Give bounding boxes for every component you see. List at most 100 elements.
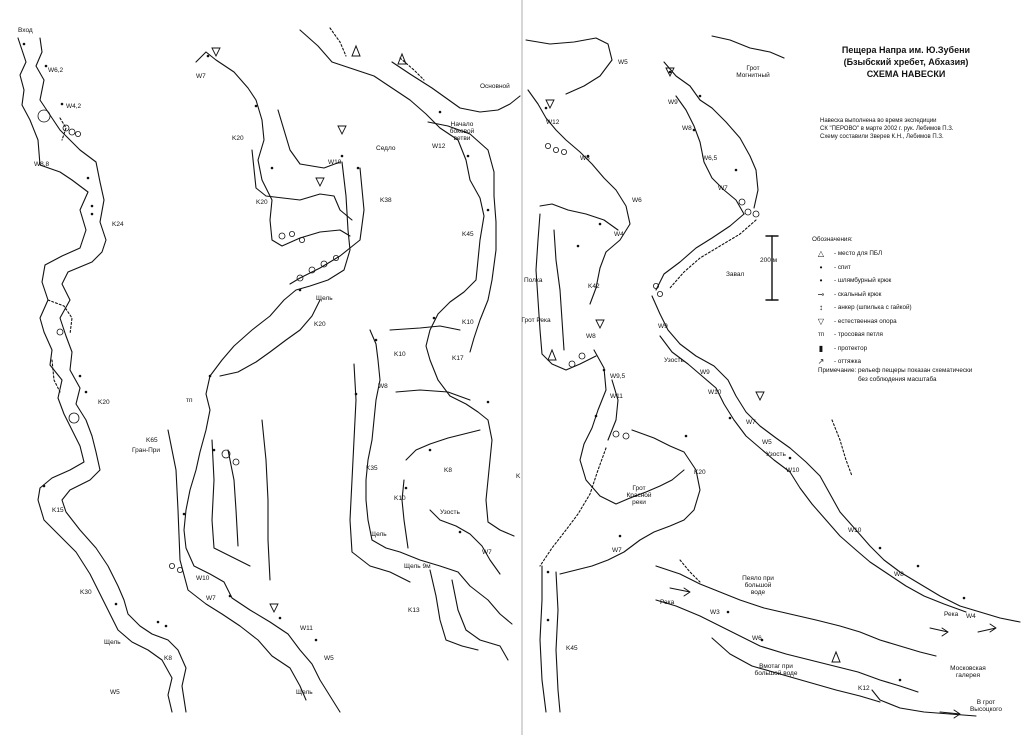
survey-label: K24 xyxy=(112,221,124,228)
survey-label: K xyxy=(516,473,521,480)
survey-label: K20 xyxy=(98,399,110,406)
dot-icon: • xyxy=(819,262,823,272)
survey-label: K10 xyxy=(394,351,406,358)
natural-support-icon: ▽ xyxy=(817,316,825,326)
passage-k65-branch xyxy=(167,51,365,713)
legend-item: тп - тросовая петля xyxy=(812,328,1012,342)
survey-label: Щель xyxy=(104,639,121,646)
water-flow-arrows xyxy=(669,587,997,719)
boulder-chain-markers xyxy=(37,109,760,574)
dot-icon: • xyxy=(819,276,823,286)
passage-river-grotto-branch xyxy=(525,37,701,713)
survey-label: Щель xyxy=(316,295,333,302)
title-line-3: СХЕМА НАВЕСКИ xyxy=(866,69,946,80)
legend-item-label: - оттяжка xyxy=(834,358,861,366)
survey-label: K45 xyxy=(566,645,578,652)
survey-label: Пеяло при большой воде xyxy=(742,575,774,596)
survey-label: W6,2 xyxy=(48,67,64,74)
passage-magnetic-grotto-branch xyxy=(651,35,1021,717)
survey-label: Щель xyxy=(296,689,313,696)
note-line-2: СК "ПЕРОВО" в марте 2002 г. рук. Лебимов… xyxy=(820,126,954,133)
survey-label: W8 xyxy=(580,155,590,162)
scale-bar-label: 200 м xyxy=(760,257,778,264)
survey-label: В грот Высоцкого xyxy=(969,699,1003,713)
survey-label: K20 xyxy=(256,199,268,206)
anchor-dots xyxy=(22,42,966,682)
survey-label: Полка xyxy=(524,277,543,284)
survey-label: W11 xyxy=(610,393,623,400)
survey-label: W3 xyxy=(710,609,720,616)
survey-label: W5 xyxy=(324,655,334,662)
legend-item-label: - тросовая петля xyxy=(834,331,883,339)
survey-label: W8 xyxy=(586,333,596,340)
triangle-icon: △ xyxy=(817,249,825,259)
survey-label: W10 xyxy=(328,159,342,166)
survey-label: Вмотаг при большой воде xyxy=(754,663,798,677)
survey-label: W6 xyxy=(752,635,762,642)
survey-label: W10 xyxy=(708,389,722,396)
survey-label: W8 xyxy=(378,383,388,390)
survey-label: W7 xyxy=(482,549,492,556)
survey-label: Щель 9м xyxy=(404,563,431,570)
survey-label: Начало боковой ветви xyxy=(449,121,475,142)
survey-label: W6,5 xyxy=(702,155,718,162)
legend-item-label: - протектор xyxy=(834,344,868,352)
survey-label: W4,2 xyxy=(66,103,82,110)
survey-label: K65 xyxy=(146,437,158,444)
survey-label: W10 xyxy=(786,467,800,474)
survey-label: W9 xyxy=(668,99,678,106)
anchor-icon: ↕ xyxy=(819,303,823,313)
diagram-title-block: Пещера Напра им. Ю.Зубени (Бзыбский хреб… xyxy=(806,44,1006,80)
survey-label: K15 xyxy=(52,507,64,514)
expedition-note: Навеска выполнена во время экспедиции СК… xyxy=(820,117,1010,141)
survey-label: Грот Красной реки xyxy=(626,485,652,506)
survey-label: W4 xyxy=(966,613,976,620)
remark-line-2: без соблюдения масштаба xyxy=(858,376,937,384)
survey-label: Основной xyxy=(480,83,510,90)
title-line-1: Пещера Напра им. Ю.Зубени xyxy=(841,45,971,55)
legend-heading: Обозначения: xyxy=(812,236,853,243)
survey-label: Гран-При xyxy=(132,447,161,454)
remark-note: Примечание: рельеф пещеры показан схемат… xyxy=(818,366,1008,385)
survey-label: W6 xyxy=(632,197,642,204)
survey-label: W8,8 xyxy=(34,161,50,168)
cable-loop-icon: тп xyxy=(818,331,824,338)
legend-item-label: - место для ПБЛ xyxy=(834,250,883,258)
survey-label: Узость xyxy=(440,509,460,516)
survey-label: K20 xyxy=(314,321,326,328)
survey-label: W10 xyxy=(848,527,862,534)
survey-label: Щель xyxy=(370,531,387,538)
survey-label: W8 xyxy=(894,571,904,578)
title-line-2: (Бзыбский хребет, Абхазия) xyxy=(843,57,969,68)
legend: Обозначения: △ - место для ПБЛ • - спит … xyxy=(812,236,1012,369)
survey-label: K42 xyxy=(588,283,600,290)
note-line-3: Схему составили Зверев К.Н., Лебимов П.З… xyxy=(820,134,944,141)
survey-label: Вход xyxy=(18,27,33,34)
survey-label: Грот Река xyxy=(521,317,551,324)
survey-label: Узость xyxy=(664,357,684,364)
survey-label: W5 xyxy=(618,59,628,66)
survey-label: тп xyxy=(186,397,193,404)
survey-label: K8 xyxy=(164,655,172,662)
legend-item: ⊸ - скальный крюк xyxy=(812,288,1012,302)
survey-label: W4 xyxy=(614,231,624,238)
survey-label: W7 xyxy=(206,595,216,602)
survey-label: W11 xyxy=(300,625,313,632)
survey-label: Река xyxy=(660,599,675,606)
survey-label: W9,5 xyxy=(610,373,626,380)
survey-label: Грот Могнитный xyxy=(736,65,770,79)
pbl-site-markers xyxy=(351,44,841,663)
passage-entrance-branch xyxy=(17,37,187,713)
natural-support-markers xyxy=(211,47,765,614)
legend-item: ↗ - оттяжка xyxy=(812,355,1012,369)
protector-icon: ▮ xyxy=(818,343,824,353)
survey-label: W7 xyxy=(718,185,728,192)
survey-label: W5 xyxy=(762,439,772,446)
legend-item-label: - шлямбурный крюк xyxy=(834,277,892,285)
survey-label: W7 xyxy=(746,419,756,426)
legend-item-label: - спит xyxy=(834,263,851,271)
survey-label: W12 xyxy=(546,119,560,126)
legend-item: ↕ - анкер (шпилька с гайкой) xyxy=(812,301,1012,315)
survey-label: Седло xyxy=(376,145,396,152)
